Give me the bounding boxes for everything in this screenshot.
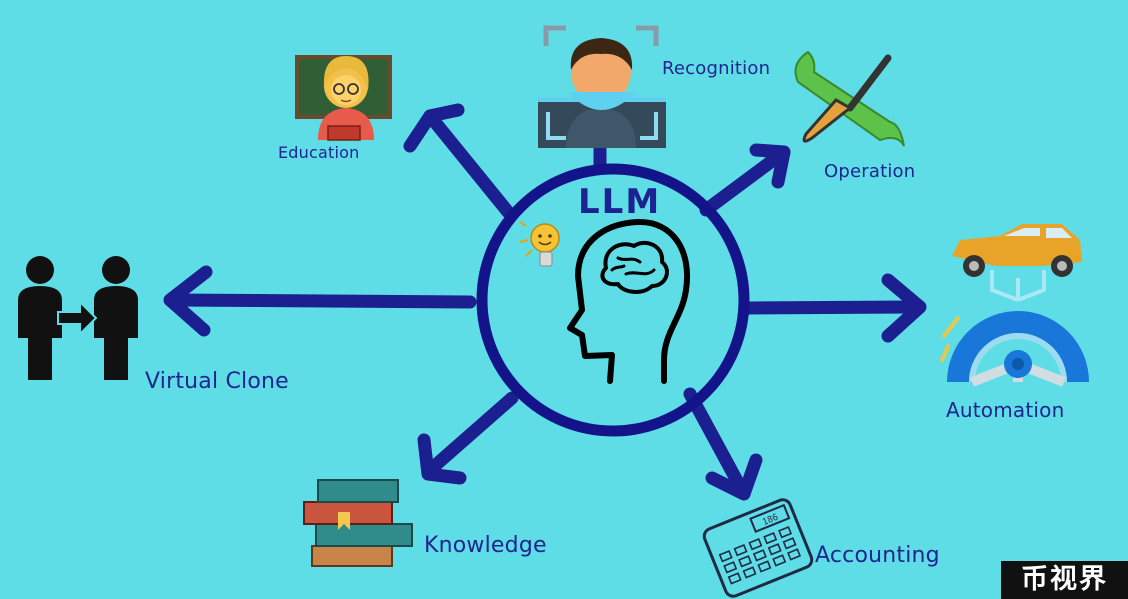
brain-head-icon <box>567 219 691 384</box>
calculator-icon: 186 <box>702 498 814 598</box>
arrow-accounting <box>683 387 763 501</box>
watermark-logo: 币视界 <box>1001 561 1128 599</box>
center-title: LLM <box>578 182 662 222</box>
self-driving-car-icon <box>940 224 1089 387</box>
lightbulb-icon <box>519 221 560 267</box>
arrow-automation <box>741 273 927 343</box>
accounting-label: Accounting <box>815 543 940 568</box>
operation-label: Operation <box>824 161 916 182</box>
face-recognition-icon <box>538 25 666 148</box>
calculator-display: 186 <box>761 513 780 528</box>
education-label: Education <box>278 143 360 162</box>
arrow-knowledge <box>417 391 519 485</box>
knowledge-label: Knowledge <box>424 533 547 558</box>
arrow-education <box>403 103 515 219</box>
books-stack-icon <box>303 479 413 567</box>
automation-label: Automation <box>946 398 1065 422</box>
wrench-screwdriver-icon <box>794 50 905 147</box>
arrow-virtual-clone <box>163 265 477 337</box>
person-transfer-icon <box>18 256 138 380</box>
teacher-icon <box>295 55 392 141</box>
arrow-operation <box>699 143 791 217</box>
recognition-label: Recognition <box>662 58 771 79</box>
center-circle <box>476 163 750 437</box>
arrows <box>163 103 927 501</box>
virtual-clone-label: Virtual Clone <box>145 369 289 394</box>
